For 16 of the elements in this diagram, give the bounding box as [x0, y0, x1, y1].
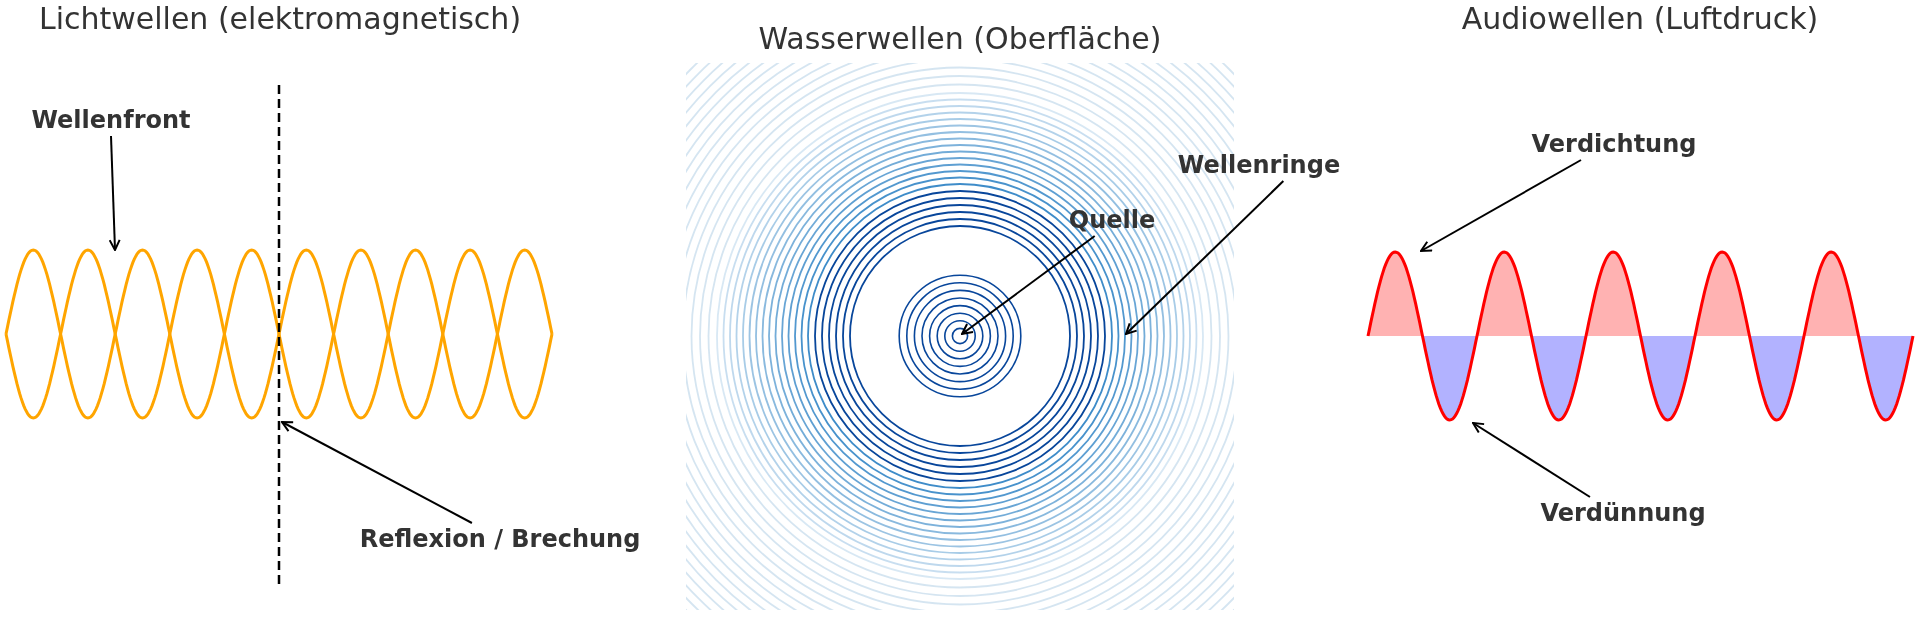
sound-wave-drawing [1366, 250, 1915, 422]
panel-title: Lichtwellen (elektromagnetisch) [38, 0, 522, 36]
leader-line [1125, 180, 1285, 335]
leader-line [961, 235, 1096, 335]
leader-line [1472, 422, 1591, 498]
light-wave-drawing [4, 248, 554, 420]
annotation-label: Wellenfront [31, 106, 191, 134]
leader-line [281, 421, 473, 524]
leader-line [1420, 159, 1582, 252]
annotation-label: Verdichtung [1531, 130, 1697, 158]
annotation-label: Verdünnung [1540, 499, 1706, 527]
annotation-label: Reflexion / Brechung [359, 525, 641, 553]
leader-line [108, 135, 121, 251]
panel-title: Wasserwellen (Oberfläche) [758, 20, 1162, 56]
panel-title: Audiowellen (Luftdruck) [1461, 0, 1819, 36]
annotation-label: Wellenringe [1177, 151, 1341, 179]
